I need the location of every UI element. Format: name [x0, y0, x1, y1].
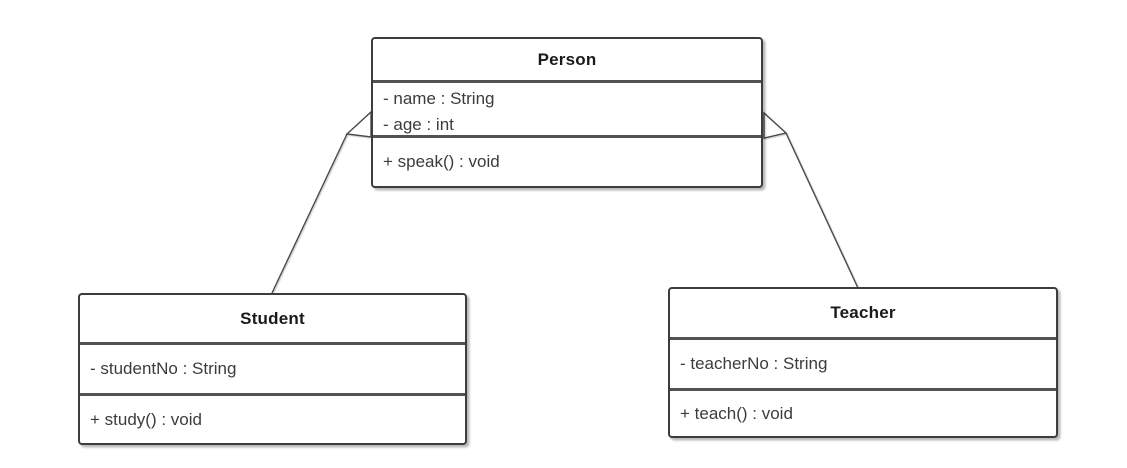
class-attributes-student: - studentNo : String	[80, 342, 465, 393]
class-box-teacher: Teacher - teacherNo : String + teach() :…	[668, 287, 1058, 438]
class-methods-teacher: + teach() : void	[670, 388, 1056, 436]
class-methods-person: + speak() : void	[373, 135, 761, 186]
class-method: + study() : void	[90, 409, 202, 429]
class-name-teacher: Teacher	[830, 303, 896, 322]
class-attribute: - name : String	[383, 89, 495, 108]
class-attribute: - age : int	[383, 115, 454, 134]
class-method: + speak() : void	[383, 152, 500, 171]
class-box-student: Student - studentNo : String + study() :…	[78, 293, 467, 445]
class-attributes-person: - name : String - age : int	[373, 80, 761, 135]
inheritance-arrow-teacher-to-person	[763, 111, 859, 289]
hollow-triangle-arrowhead	[345, 110, 372, 138]
class-box-person: Person - name : String - age : int + spe…	[371, 37, 763, 188]
class-name-person: Person	[537, 49, 597, 69]
class-attributes-teacher: - teacherNo : String	[670, 337, 1056, 388]
class-method: + teach() : void	[680, 403, 793, 423]
inheritance-arrow-student-to-person	[271, 110, 372, 294]
class-attribute: - studentNo : String	[90, 359, 237, 378]
class-name-student: Student	[240, 308, 305, 328]
hollow-triangle-arrowhead	[763, 111, 788, 139]
inheritance-line	[785, 132, 859, 289]
class-attribute: - teacherNo : String	[680, 354, 828, 373]
class-methods-student: + study() : void	[80, 393, 465, 443]
inheritance-line	[271, 133, 348, 294]
